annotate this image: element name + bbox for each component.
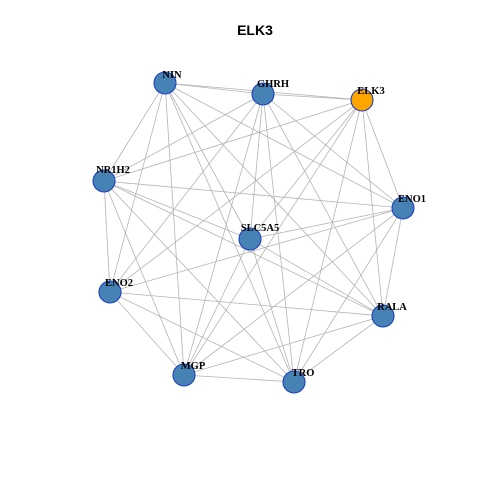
node-circle-rala[interactable] — [371, 304, 395, 328]
node-eno2[interactable]: ENO2 — [98, 278, 133, 304]
node-label-tro: TRO — [292, 368, 315, 379]
edge-nr1h2-eno2 — [103, 180, 111, 293]
node-label-ghrh: GHRH — [257, 79, 289, 90]
node-slc5a5[interactable]: SLC5A5 — [238, 223, 280, 251]
node-label-rala: RALA — [377, 302, 407, 313]
node-label-mgp: MGP — [181, 361, 206, 372]
edge-nin-eno1 — [164, 82, 404, 209]
edge-tro-rala — [293, 315, 384, 383]
edge-eno2-tro — [109, 291, 295, 383]
edges-layer — [103, 82, 404, 383]
node-nr1h2[interactable]: NR1H2 — [92, 165, 130, 193]
node-label-eno2: ENO2 — [105, 278, 133, 289]
node-label-elk3: ELK3 — [357, 86, 384, 97]
edge-nr1h2-eno1 — [103, 180, 404, 209]
node-circle-mgp[interactable] — [172, 363, 196, 387]
edge-elk3-tro — [293, 99, 363, 383]
edge-elk3-eno1 — [361, 99, 404, 209]
edge-slc5a5-tro — [249, 238, 295, 383]
edge-eno1-tro — [293, 207, 404, 383]
edge-ghrh-rala — [262, 93, 384, 317]
edge-nin-mgp — [164, 82, 185, 376]
edge-elk3-mgp — [183, 99, 363, 376]
edge-elk3-rala — [361, 99, 384, 317]
edge-ghrh-nr1h2 — [103, 93, 264, 182]
node-eno1[interactable]: ENO1 — [391, 194, 426, 220]
node-tro[interactable]: TRO — [282, 368, 315, 394]
edge-nr1h2-slc5a5 — [103, 180, 251, 240]
edge-elk3-eno2 — [109, 99, 363, 293]
node-circle-nr1h2[interactable] — [92, 169, 116, 193]
edge-eno2-rala — [109, 291, 384, 317]
edge-ghrh-tro — [262, 93, 295, 383]
node-circle-nin[interactable] — [153, 71, 177, 95]
edge-ghrh-eno1 — [262, 93, 404, 209]
edge-ghrh-slc5a5 — [249, 93, 264, 240]
edge-nin-tro — [164, 82, 295, 383]
node-label-slc5a5: SLC5A5 — [241, 223, 280, 234]
node-nin[interactable]: NIN — [153, 70, 182, 95]
node-circle-eno2[interactable] — [98, 280, 122, 304]
edge-eno1-mgp — [183, 207, 404, 376]
edge-nin-slc5a5 — [164, 82, 251, 240]
edge-mgp-tro — [183, 374, 295, 383]
node-rala[interactable]: RALA — [371, 302, 407, 328]
node-label-nr1h2: NR1H2 — [96, 165, 130, 176]
node-mgp[interactable]: MGP — [172, 361, 206, 387]
edge-nin-nr1h2 — [103, 82, 166, 182]
edge-eno2-mgp — [109, 291, 185, 376]
edge-eno1-slc5a5 — [249, 207, 404, 240]
edge-nin-eno2 — [109, 82, 166, 293]
edge-ghrh-mgp — [183, 93, 264, 376]
edge-nr1h2-mgp — [103, 180, 185, 376]
node-circle-eno1[interactable] — [391, 196, 415, 220]
node-circle-ghrh[interactable] — [251, 82, 275, 106]
edge-elk3-nr1h2 — [103, 99, 363, 182]
node-elk3[interactable]: ELK3 — [350, 86, 385, 112]
edge-eno1-rala — [382, 207, 404, 317]
diagram-title: ELK3 — [237, 22, 273, 38]
node-label-nin: NIN — [162, 70, 182, 81]
edge-nr1h2-tro — [103, 180, 295, 383]
edge-slc5a5-rala — [249, 238, 384, 317]
edge-nin-ghrh — [164, 82, 264, 95]
node-circle-tro[interactable] — [282, 370, 306, 394]
node-ghrh[interactable]: GHRH — [251, 79, 289, 106]
edge-ghrh-eno2 — [109, 93, 264, 293]
edge-slc5a5-mgp — [183, 238, 251, 376]
edge-elk3-slc5a5 — [249, 99, 363, 240]
edge-eno1-eno2 — [109, 207, 404, 293]
node-label-eno1: ENO1 — [398, 194, 426, 205]
node-circle-elk3[interactable] — [350, 88, 374, 112]
edge-ghrh-elk3 — [262, 93, 363, 101]
edge-mgp-rala — [183, 315, 384, 376]
node-circle-slc5a5[interactable] — [238, 227, 262, 251]
